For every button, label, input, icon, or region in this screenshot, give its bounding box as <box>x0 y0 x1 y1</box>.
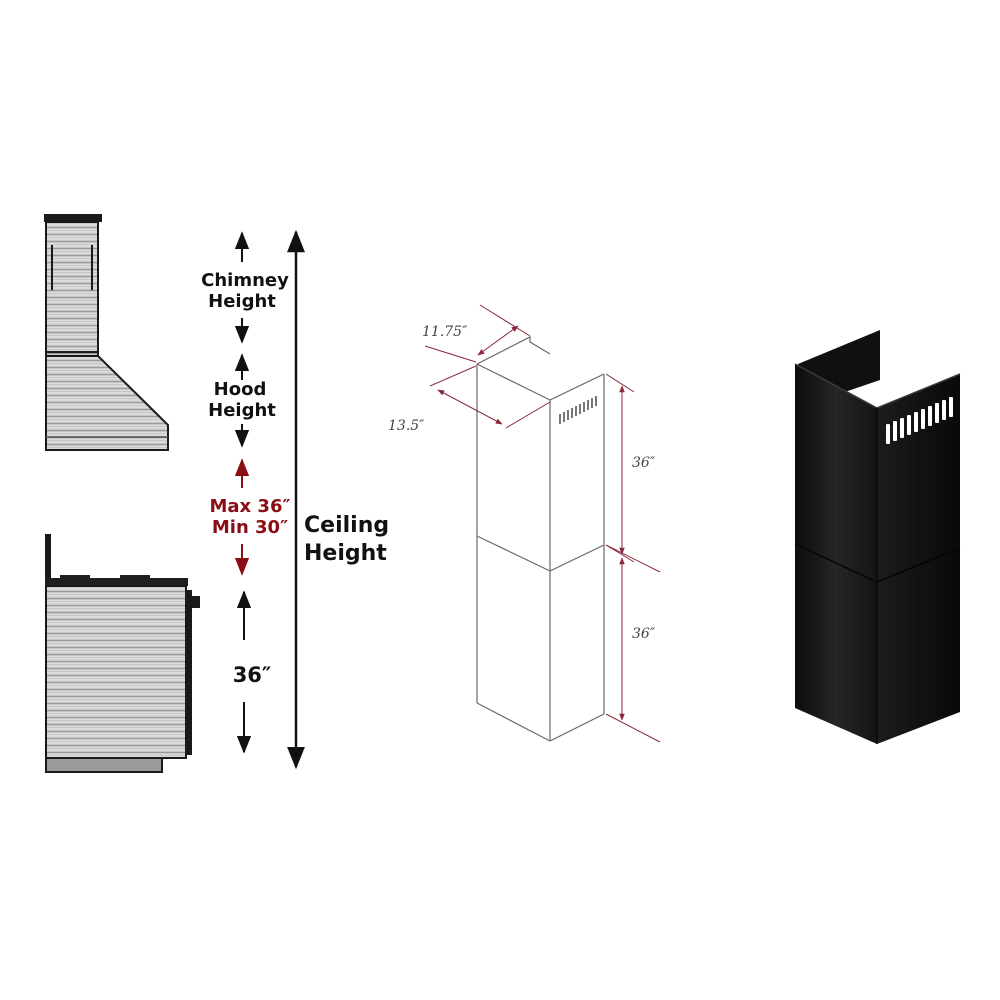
black-chimney-extension-photo <box>794 330 961 744</box>
ceiling-height-label-line1: Ceiling <box>304 513 389 538</box>
counter-height-label: 36″ <box>233 663 272 687</box>
lower-section-label: 36″ <box>632 626 656 642</box>
width-dimension: 13.5″ <box>388 365 551 434</box>
upper-section-label: 36″ <box>632 455 656 471</box>
clearance-max-label: Max 36″ <box>209 496 290 517</box>
chimney-height-label-line1: Chimney <box>201 270 289 291</box>
chimney-height-dimension: Chimney Height <box>201 231 289 344</box>
counter-height-dimension: 36″ <box>233 590 272 754</box>
depth-dimension: 11.75″ <box>422 304 531 363</box>
ceiling-height-label-line2: Height <box>304 541 387 566</box>
hood-height-label-line1: Hood <box>214 379 267 400</box>
range-stove-illustration <box>45 534 200 773</box>
hood-height-dimension: Hood Height <box>208 353 276 448</box>
lower-section-dimension: 36″ <box>605 544 661 743</box>
range-hood-illustration <box>44 214 169 451</box>
upper-section-dimension: 36″ <box>605 373 656 563</box>
clearance-min-label: Min 30″ <box>212 517 288 538</box>
depth-label: 11.75″ <box>422 324 468 340</box>
clearance-dimension: Max 36″ Min 30″ <box>209 458 291 576</box>
chimney-extension-line-drawing <box>476 336 605 742</box>
black-chimney-vent-slots <box>886 397 953 444</box>
chimney-height-label-line2: Height <box>208 291 276 312</box>
ceiling-height-dimension: Ceiling Height <box>287 229 389 770</box>
vent-slots-drawing <box>559 396 597 424</box>
hood-height-label-line2: Height <box>208 400 276 421</box>
width-label: 13.5″ <box>388 418 425 434</box>
